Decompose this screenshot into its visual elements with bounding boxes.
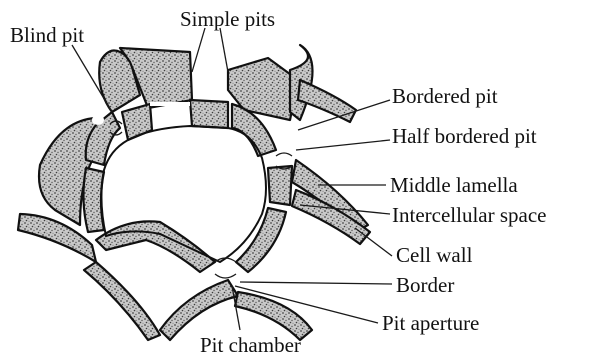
label-intercellular-space: Intercellular space bbox=[392, 203, 547, 227]
label-half-bordered-pit: Half bordered pit bbox=[392, 124, 537, 148]
label-cell-wall: Cell wall bbox=[396, 243, 473, 267]
neighbouring-cell-walls bbox=[18, 45, 370, 340]
label-bordered-pit: Bordered pit bbox=[392, 84, 498, 108]
label-pit-chamber: Pit chamber bbox=[200, 333, 301, 357]
label-simple-pits: Simple pits bbox=[180, 7, 275, 31]
label-border: Border bbox=[396, 273, 454, 297]
label-pit-aperture: Pit aperture bbox=[382, 311, 479, 335]
label-middle-lamella: Middle lamella bbox=[390, 173, 518, 197]
label-blind-pit: Blind pit bbox=[10, 23, 84, 47]
